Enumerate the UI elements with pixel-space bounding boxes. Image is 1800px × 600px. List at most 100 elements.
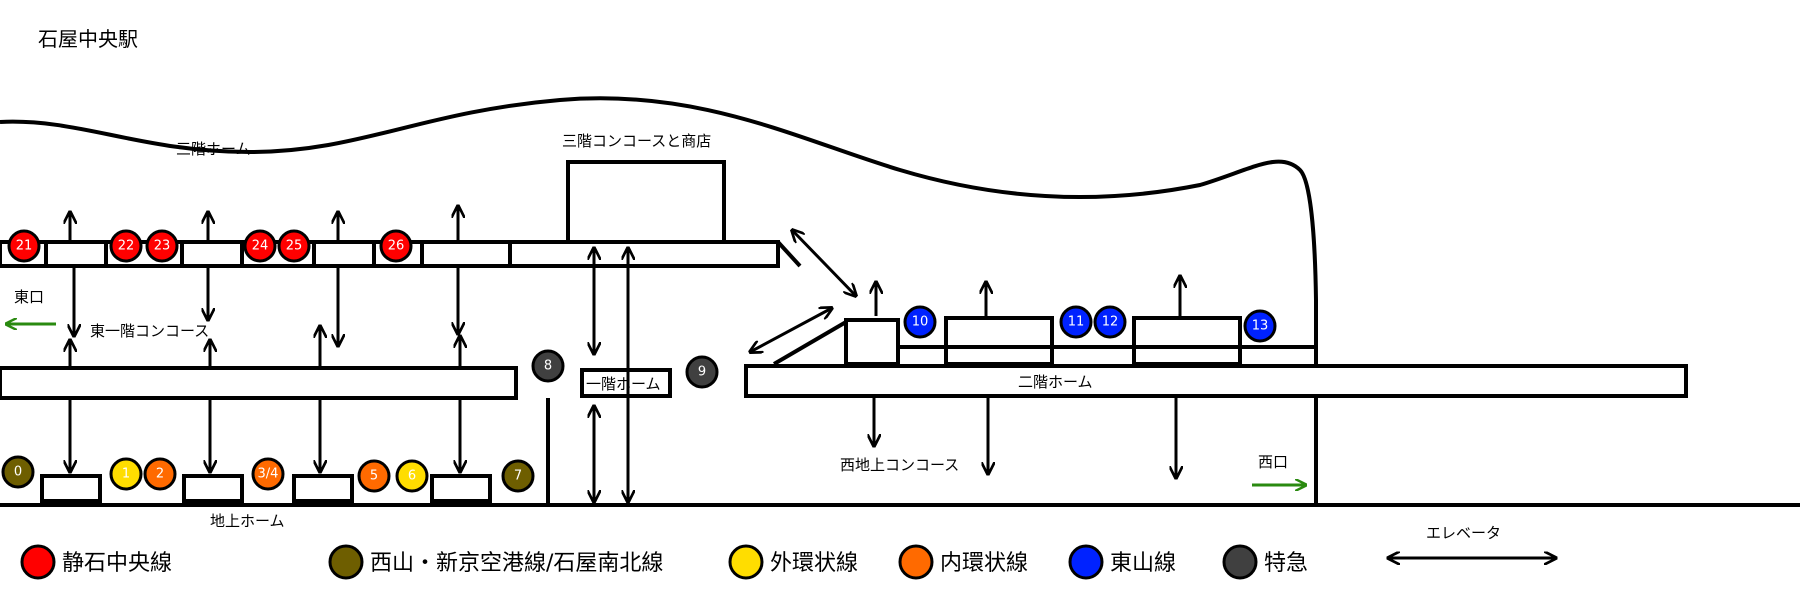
up-arrows	[70, 206, 1180, 366]
platform-number: 2	[156, 467, 164, 482]
second-floor-platform-label: 二階ホーム	[1018, 373, 1093, 391]
platform-number: 11	[1068, 315, 1085, 330]
platform-marker: 2	[143, 457, 177, 491]
west-concourse-label: 西地上コンコース	[840, 456, 959, 474]
platform-marker: 6	[395, 459, 429, 493]
platform-marker: 8	[531, 349, 565, 383]
legend-swatch	[328, 544, 364, 580]
platform-marker: 24	[243, 229, 277, 263]
third-floor-platform-label: 三階ホーム	[176, 140, 251, 158]
east-exit-label: 東口	[14, 288, 44, 306]
west-exit-label: 西口	[1258, 453, 1288, 471]
platform-number: 22	[118, 239, 135, 254]
second-floor-track-island	[944, 316, 1054, 366]
legend-swatch	[20, 544, 56, 580]
first-floor-platform-label: 一階ホーム	[586, 375, 661, 393]
platform-marker-circle	[1243, 309, 1277, 343]
platform-marker: 13	[1243, 309, 1277, 343]
elevator-arrow-icon	[750, 308, 832, 352]
platform-marker-circle	[1093, 305, 1127, 339]
ground-track-island	[430, 474, 492, 503]
platform-number: 10	[912, 315, 929, 330]
second-floor-track-island	[1132, 316, 1242, 366]
platform-number: 8	[544, 359, 552, 374]
first-floor-concourse-strip	[0, 366, 518, 400]
legend-item: 外環状線	[728, 544, 858, 580]
platform-number: 13	[1252, 319, 1269, 334]
down-arrows	[70, 268, 1176, 478]
ground-track-island	[182, 474, 244, 503]
platform-marker: 25	[277, 229, 311, 263]
platform-marker-circle	[501, 459, 535, 493]
legend-item: 東山線	[1068, 544, 1176, 580]
legend-swatch	[1222, 544, 1258, 580]
elevator-arrow-icon	[792, 230, 856, 296]
roof-outline	[0, 96, 1318, 505]
legend-label: 西山・新京空港線/石屋南北線	[370, 551, 663, 576]
legend-label: 東山線	[1110, 551, 1176, 576]
platform-marker: 9	[685, 355, 719, 389]
platform-marker-circle	[1059, 305, 1093, 339]
platform-marker: 22	[109, 229, 143, 263]
platform-marker-circle	[251, 457, 285, 491]
platform-marker-circle	[1, 455, 35, 489]
platform-marker: 21	[7, 229, 41, 263]
second-floor-platform	[744, 364, 1688, 398]
ground-platform-label: 地上ホーム	[210, 512, 285, 530]
platform-marker-circle	[531, 349, 565, 383]
third-floor-concourse-label: 三階コンコースと商店	[562, 132, 711, 150]
platform-marker-circle	[145, 229, 179, 263]
platform-marker: 10	[903, 305, 937, 339]
platform-number: 5	[370, 469, 378, 484]
platform-marker-circle	[685, 355, 719, 389]
platform-marker: 12	[1093, 305, 1127, 339]
platform-number: 3/4	[258, 467, 279, 482]
platform-marker-circle	[109, 457, 143, 491]
platform-marker: 7	[501, 459, 535, 493]
east-concourse-label: 東一階コンコース	[90, 322, 209, 340]
legend-swatch	[898, 544, 934, 580]
platform-marker: 0	[1, 455, 35, 489]
third-floor-track-island	[44, 240, 108, 268]
legend-swatch	[1068, 544, 1104, 580]
second-floor-track-island	[844, 318, 900, 366]
platform-number: 12	[1102, 315, 1119, 330]
platform-number: 21	[16, 239, 33, 254]
ramp-edge	[776, 240, 802, 268]
platform-marker-circle	[243, 229, 277, 263]
third-floor-concourse-box	[566, 160, 726, 244]
platform-number: 6	[408, 469, 416, 484]
legend-swatch	[728, 544, 764, 580]
platform-marker-circle	[7, 229, 41, 263]
elevators	[594, 230, 856, 502]
platform-number: 0	[14, 465, 22, 480]
platform-marker-circle	[357, 459, 391, 493]
legend-item: 静石中央線	[20, 544, 172, 580]
elevator-legend-label: エレベータ	[1426, 524, 1501, 542]
ramp-edge	[772, 320, 848, 366]
platform-number: 26	[388, 239, 405, 254]
platform-marker-circle	[395, 459, 429, 493]
platform-number: 23	[154, 239, 171, 254]
legend-label: 外環状線	[770, 551, 858, 576]
platform-marker-circle	[143, 457, 177, 491]
legend: 静石中央線 西山・新京空港線/石屋南北線 外環状線 内環状線 東山線 特急	[20, 544, 1308, 580]
legend-item: 西山・新京空港線/石屋南北線	[328, 544, 663, 580]
platform-marker-circle	[109, 229, 143, 263]
legend-label: 内環状線	[940, 551, 1028, 576]
platform-number: 1	[122, 467, 130, 482]
station-title: 石屋中央駅	[38, 27, 138, 51]
platform-marker-circle	[379, 229, 413, 263]
legend-label: 特急	[1264, 551, 1308, 576]
platform-number: 25	[286, 239, 303, 254]
platform-marker: 26	[379, 229, 413, 263]
ground-track-island	[40, 474, 102, 503]
platform-marker: 5	[357, 459, 391, 493]
platform-marker-circle	[277, 229, 311, 263]
third-floor-track-island	[180, 240, 244, 268]
third-floor-track-island	[312, 240, 376, 268]
platform-marker: 1	[109, 457, 143, 491]
platform-marker: 3/4	[251, 457, 285, 491]
